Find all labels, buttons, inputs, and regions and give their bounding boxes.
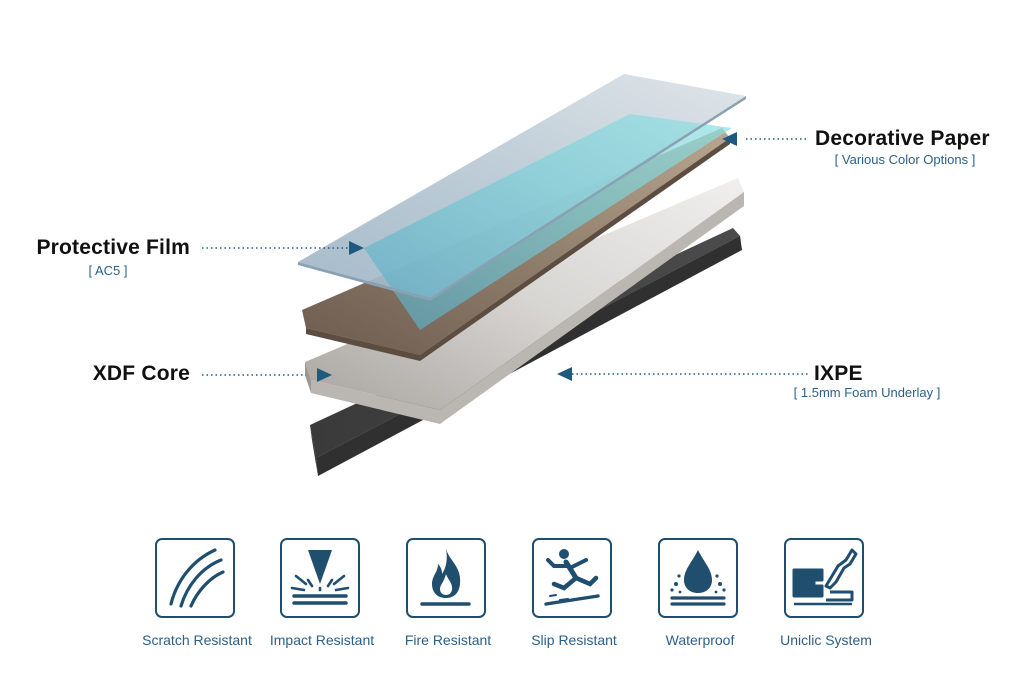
decorative-paper-sub: [ Various Color Options ]	[810, 152, 1000, 167]
flame-icon	[406, 538, 486, 618]
water-drop-icon	[658, 538, 738, 618]
impact-icon	[280, 538, 360, 618]
ixpe-title: IXPE	[814, 362, 863, 386]
slip-icon	[532, 538, 612, 618]
protective-film-sub: [ AC5 ]	[68, 263, 148, 278]
protective-film-title: Protective Film	[36, 236, 190, 260]
ixpe-sub: [ 1.5mm Foam Underlay ]	[772, 385, 962, 400]
decorative-paper-title: Decorative Paper	[815, 127, 990, 151]
xdf-core-title: XDF Core	[93, 362, 190, 386]
feature-label: Uniclic System	[746, 632, 906, 648]
ixpe-arrow	[557, 367, 572, 381]
scratch-icon	[155, 538, 235, 618]
click-joint-icon	[784, 538, 864, 618]
